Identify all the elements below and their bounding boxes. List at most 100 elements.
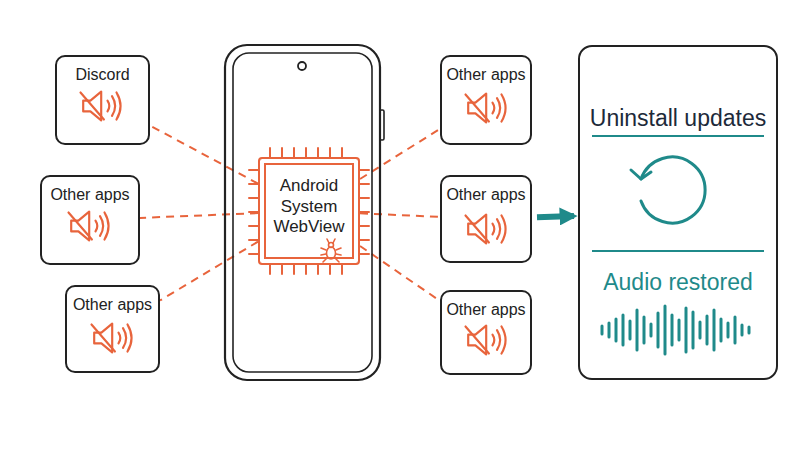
chip-pin bbox=[249, 211, 258, 213]
chip-pin bbox=[360, 211, 369, 213]
muted-speaker-icon bbox=[466, 94, 506, 123]
chip-pin bbox=[329, 265, 331, 274]
chip-pin bbox=[317, 265, 319, 274]
wave-bar bbox=[741, 325, 744, 335]
bug-leg bbox=[336, 254, 341, 255]
wave-bar bbox=[734, 317, 737, 343]
chip-pin bbox=[249, 169, 258, 171]
phone-outline bbox=[225, 45, 384, 380]
wave-bar bbox=[727, 323, 730, 337]
bug-leg bbox=[321, 254, 326, 255]
chip-pin bbox=[360, 183, 369, 185]
audio-waveform bbox=[602, 306, 749, 354]
wave-bar bbox=[664, 306, 667, 354]
chip-pin bbox=[360, 197, 369, 199]
wave-bar bbox=[699, 322, 702, 338]
chip-pin bbox=[249, 253, 258, 255]
bug-leg bbox=[321, 248, 326, 250]
bug-antenna bbox=[333, 239, 335, 243]
dashed-connector bbox=[160, 242, 258, 301]
chip-pin bbox=[360, 239, 369, 241]
muted-speaker-icon bbox=[466, 215, 506, 244]
chip-pin bbox=[281, 265, 283, 274]
divider-line bbox=[592, 250, 764, 252]
dashed-connector bbox=[360, 246, 440, 301]
panel-heading: Uninstall updates bbox=[580, 105, 776, 131]
result-panel: Uninstall updatesAudio restored bbox=[578, 45, 778, 380]
muted-speaker-icon bbox=[466, 326, 506, 355]
chip-pin bbox=[360, 225, 369, 227]
chip-pin bbox=[329, 148, 331, 157]
flow-arrow bbox=[537, 216, 574, 217]
chip-box: Android System WebView bbox=[258, 157, 360, 265]
app-box: Other apps bbox=[40, 175, 140, 265]
chip-pin bbox=[249, 197, 258, 199]
wave-bar bbox=[643, 317, 646, 343]
dashed-connector bbox=[360, 129, 440, 179]
box-label: Discord bbox=[75, 66, 129, 84]
chip-pin bbox=[360, 253, 369, 255]
chip-pin bbox=[317, 148, 319, 157]
wave-bar bbox=[706, 316, 709, 344]
bug-leg bbox=[335, 258, 339, 262]
app-box: Other apps bbox=[65, 285, 160, 373]
chip-pin bbox=[293, 148, 295, 157]
chip-pin bbox=[269, 148, 271, 157]
dashed-connector bbox=[360, 213, 440, 217]
undo-arc bbox=[641, 157, 705, 223]
box-label: Android System WebView bbox=[267, 176, 351, 237]
wave-bar bbox=[692, 312, 695, 348]
chip-pin bbox=[305, 148, 307, 157]
phone-screen bbox=[233, 53, 372, 372]
chip-pins bbox=[249, 148, 369, 274]
wave-bar bbox=[615, 319, 618, 341]
app-box: Discord bbox=[55, 55, 150, 145]
box-label: Other apps bbox=[50, 186, 129, 204]
app-box: Other apps bbox=[440, 290, 532, 375]
undo-icon bbox=[631, 157, 705, 223]
wave-bar bbox=[608, 323, 611, 337]
box-label: Other apps bbox=[446, 301, 525, 319]
chip-pin bbox=[249, 239, 258, 241]
wave-bar bbox=[713, 310, 716, 350]
wave-bar bbox=[622, 315, 625, 345]
divider-line bbox=[592, 135, 764, 137]
muted-speaker-icon bbox=[69, 212, 109, 241]
bug-head bbox=[329, 243, 334, 248]
chip-pin bbox=[249, 225, 258, 227]
box-label: Other apps bbox=[73, 296, 152, 314]
wave-bar bbox=[657, 313, 660, 347]
chip-pin bbox=[341, 148, 343, 157]
chip-pin bbox=[269, 265, 271, 274]
chip-pin bbox=[305, 265, 307, 274]
bug-antenna bbox=[327, 239, 329, 243]
wave-bar bbox=[678, 320, 681, 340]
wave-bar bbox=[748, 327, 751, 333]
chip-pin bbox=[249, 183, 258, 185]
dashed-connector bbox=[140, 213, 258, 218]
chip-pin bbox=[360, 169, 369, 171]
bug-icon bbox=[321, 239, 341, 262]
phone-camera bbox=[298, 62, 306, 70]
dashed-connector bbox=[150, 126, 258, 184]
undo-head bbox=[631, 170, 651, 179]
wave-bar bbox=[650, 324, 653, 336]
phone-button bbox=[380, 110, 384, 140]
muted-speaker-icon bbox=[81, 92, 121, 121]
app-box: Other apps bbox=[440, 175, 532, 263]
panel-status: Audio restored bbox=[580, 269, 776, 295]
wave-bar bbox=[685, 308, 688, 352]
muted-speaker-icon bbox=[92, 324, 132, 353]
wave-bar bbox=[671, 315, 674, 345]
chip-pin bbox=[293, 265, 295, 274]
bug-leg bbox=[323, 258, 327, 262]
bug-body bbox=[327, 247, 336, 259]
app-box: Other apps bbox=[440, 55, 532, 145]
phone-body bbox=[225, 45, 380, 380]
wave-bar bbox=[720, 319, 723, 341]
box-label: Other apps bbox=[446, 66, 525, 84]
chip-pin bbox=[341, 265, 343, 274]
box-label: Other apps bbox=[446, 186, 525, 204]
